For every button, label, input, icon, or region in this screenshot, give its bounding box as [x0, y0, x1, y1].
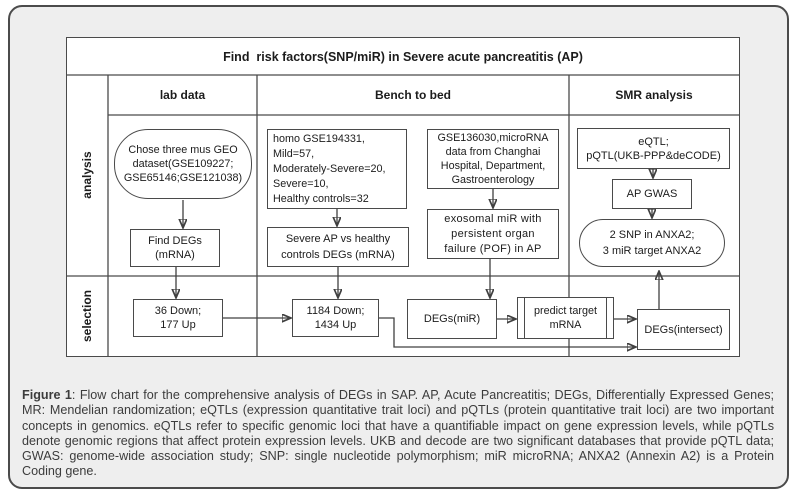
node-gse136030: GSE136030,microRNA data from Changhai Ho…: [427, 129, 559, 189]
node-ap-gwas: AP GWAS: [612, 179, 692, 209]
row-label-analysis: analysis: [80, 151, 94, 199]
column-header-smr-analysis: SMR analysis: [615, 88, 693, 102]
node-geo-dataset: Chose three mus GEO dataset(GSE109227; G…: [114, 129, 252, 199]
node-severe-vs-healthy: Severe AP vs healthy controls DEGs (mRNA…: [267, 227, 409, 267]
figure-caption-separator: :: [71, 388, 80, 402]
node-predict-target-mrna: predict target mRNA: [517, 297, 614, 339]
figure-caption-label: Figure 1: [22, 388, 72, 402]
figure-panel: Find risk factors(SNP/miR) in Severe acu…: [8, 5, 789, 489]
node-find-degs: Find DEGs (mRNA): [130, 229, 220, 267]
node-eqtl-pqtl: eQTL; pQTL(UKB-PPP&deCODE): [577, 128, 730, 169]
figure-caption-body: Flow chart for the comprehensive analysi…: [22, 388, 774, 479]
column-header-lab-data: lab data: [159, 88, 206, 102]
node-homo-cohort: homo GSE194331, Mild=57, Moderately-Seve…: [267, 129, 407, 209]
row-label-selection: selection: [80, 289, 94, 343]
flowchart: Find risk factors(SNP/miR) in Severe acu…: [66, 37, 740, 357]
flowchart-title: Find risk factors(SNP/miR) in Severe acu…: [223, 49, 583, 64]
node-exosomal-mir: exosomal miR with persistent organ failu…: [427, 209, 559, 259]
node-degs-intersect: DEGs(intersect): [637, 309, 730, 350]
node-snp-anxa2: 2 SNP in ANXA2; 3 miR target ANXA2: [579, 219, 725, 267]
figure-caption: Figure 1: Flow chart for the comprehensi…: [22, 388, 774, 480]
node-degs-mir: DEGs(miR): [407, 299, 497, 339]
node-36-down-177-up: 36 Down; 177 Up: [133, 299, 223, 337]
column-header-bench-to-bed: Bench to bed: [374, 88, 451, 102]
node-1184-down-1434-up: 1184 Down; 1434 Up: [292, 299, 379, 337]
